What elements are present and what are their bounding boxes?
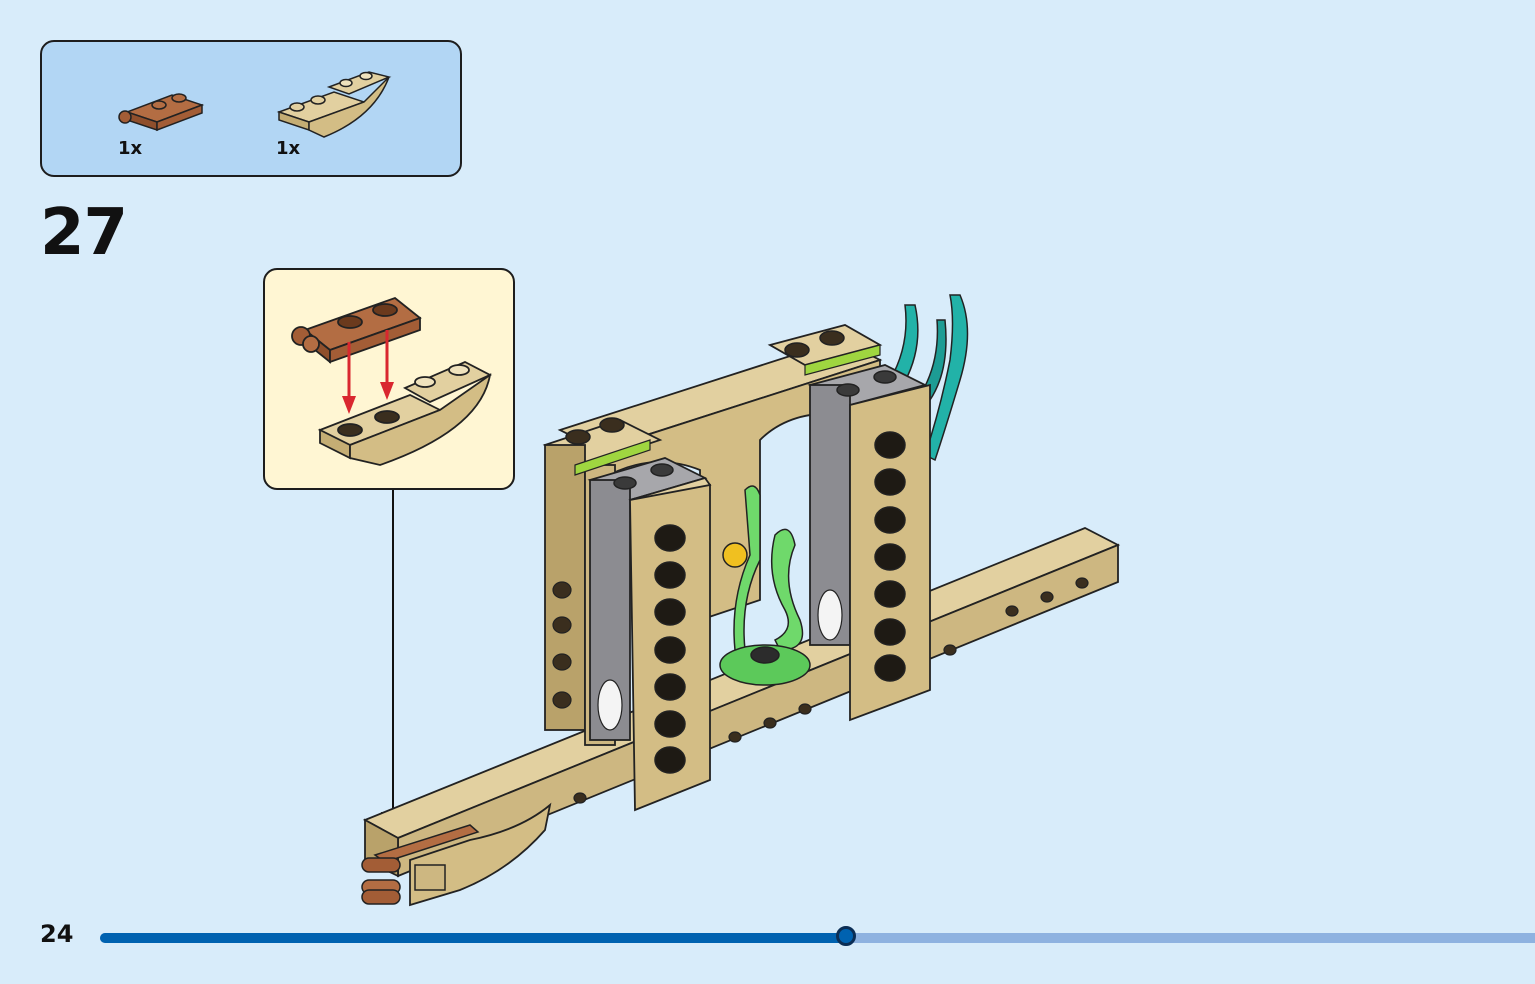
progress-bar-knob (836, 926, 857, 946)
progress-bar-fill (100, 933, 847, 943)
page-number: 24 (40, 920, 74, 948)
brown-plate-part-icon (118, 93, 205, 132)
tan-slope-part-icon (276, 71, 392, 138)
parts-list-panel: 1x 1x (40, 40, 462, 177)
part-quantity: 1x (276, 138, 301, 159)
sub-assembly-illustration (291, 296, 493, 466)
progress-bar (100, 926, 1535, 946)
part-quantity: 1x (118, 138, 143, 159)
sub-assembly-callout (263, 268, 515, 490)
step-number: 27 (40, 196, 128, 270)
